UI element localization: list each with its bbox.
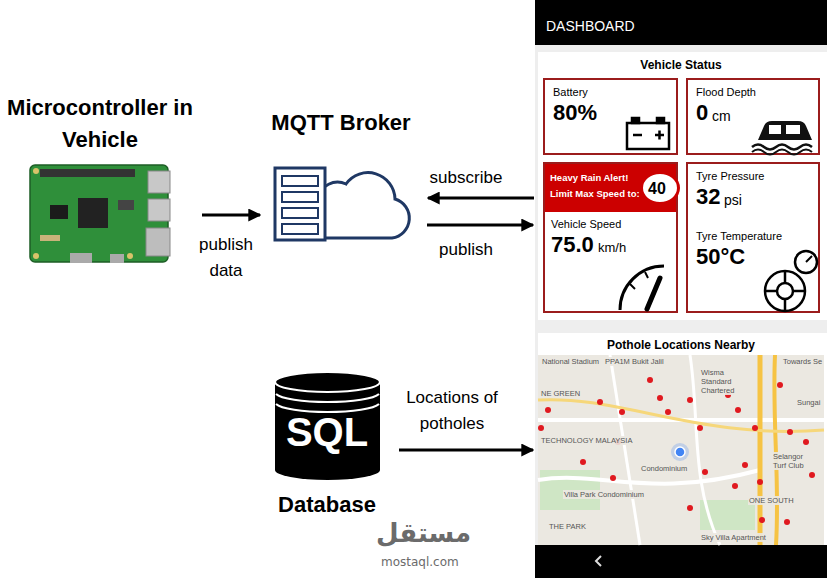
- map-label: Condominium: [640, 464, 688, 473]
- status-card: Vehicle Speed75.0km/h Heavy Rain Alert! L…: [543, 162, 678, 313]
- arrow-connector: [427, 224, 533, 227]
- broker-node: MQTT Broker: [262, 110, 426, 245]
- status-panel: Vehicle StatusBattery80%Flood Depth0cmVe…: [538, 52, 830, 320]
- database-cylinder: [275, 372, 380, 480]
- map-label: Towards Se: [782, 357, 823, 366]
- node-text: Pothole Locations Nearby: [538, 338, 824, 352]
- map-label: National Stadium: [541, 357, 600, 366]
- node-text: Tyre Temperature: [696, 230, 782, 243]
- node-text: 32: [696, 184, 720, 210]
- speed-limit-sign: 40: [640, 171, 680, 205]
- node-text: MQTT Broker: [262, 110, 420, 136]
- arrow-connector: [202, 214, 260, 217]
- map-label: TECHNOLOGY MALAYSIA: [540, 436, 633, 445]
- node-text: Heavy Rain Alert! Limit Max Speed to:: [550, 170, 640, 202]
- node-text: 75.0: [551, 232, 594, 258]
- flood-car-icon: [752, 121, 812, 155]
- node-text: SQL: [262, 408, 392, 456]
- map: [538, 355, 824, 545]
- node-text: cm: [712, 108, 731, 125]
- map-label: Selangor Turf Club: [772, 452, 819, 470]
- node-text: Microcontroller in Vehicle: [5, 92, 195, 156]
- edge-label: publish data: [191, 232, 261, 284]
- node-text: 40: [643, 179, 671, 198]
- arrow-connector: [428, 197, 534, 200]
- map-label: PPA1M Bukit Jalil: [604, 357, 665, 366]
- map-label: Wisma Standard Chartered: [700, 368, 757, 395]
- node-text: Flood Depth: [696, 86, 756, 99]
- node-text: 50°C: [696, 244, 745, 270]
- node-text: psi: [724, 192, 742, 209]
- nav-back-icon: [596, 556, 601, 566]
- arrow-connector: [399, 449, 533, 452]
- node-text: Vehicle Speed: [551, 218, 621, 231]
- node-text: km/h: [598, 240, 626, 256]
- watermark: مستقل: [375, 518, 472, 549]
- node-text: Battery: [553, 86, 588, 99]
- node-text: 0: [696, 100, 708, 126]
- microcontroller-node: Microcontroller in Vehicle: [5, 92, 201, 267]
- node-text: DASHBOARD: [546, 18, 635, 35]
- map-label: ONE SOUTH: [748, 496, 795, 505]
- node-text: Database: [262, 492, 392, 518]
- tyre-icon: [765, 251, 817, 311]
- node-text: Vehicle Status: [538, 58, 824, 72]
- raspberry-pi-board: [30, 165, 170, 263]
- database-node: SQL Database: [262, 372, 398, 522]
- map-label: Villa Park Condominium: [563, 490, 645, 499]
- map-label: THE PARK: [548, 522, 587, 531]
- edge-label: publish: [421, 237, 511, 263]
- battery-icon: [627, 118, 669, 149]
- map-label: Sungai: [796, 398, 821, 407]
- map-label: Sky Villa Apartment: [700, 533, 767, 542]
- status-card: Tyre Pressure32psiTyre Temperature50°C: [686, 162, 820, 313]
- node-text: 80%: [553, 100, 597, 126]
- status-card: Flood Depth0cm: [686, 78, 820, 155]
- node-text: Tyre Pressure: [696, 170, 764, 183]
- map-label: NE GREEN: [540, 389, 581, 398]
- alert-band: Heavy Rain Alert! Limit Max Speed to:40: [545, 164, 676, 212]
- speedometer-icon: [620, 266, 664, 310]
- edge-label: subscribe: [421, 165, 511, 191]
- status-card: Battery80%: [543, 78, 678, 155]
- edge-label: Locations of potholes: [392, 385, 512, 437]
- server-cloud-icon: [275, 168, 409, 240]
- watermark: mostaql.com: [380, 555, 460, 569]
